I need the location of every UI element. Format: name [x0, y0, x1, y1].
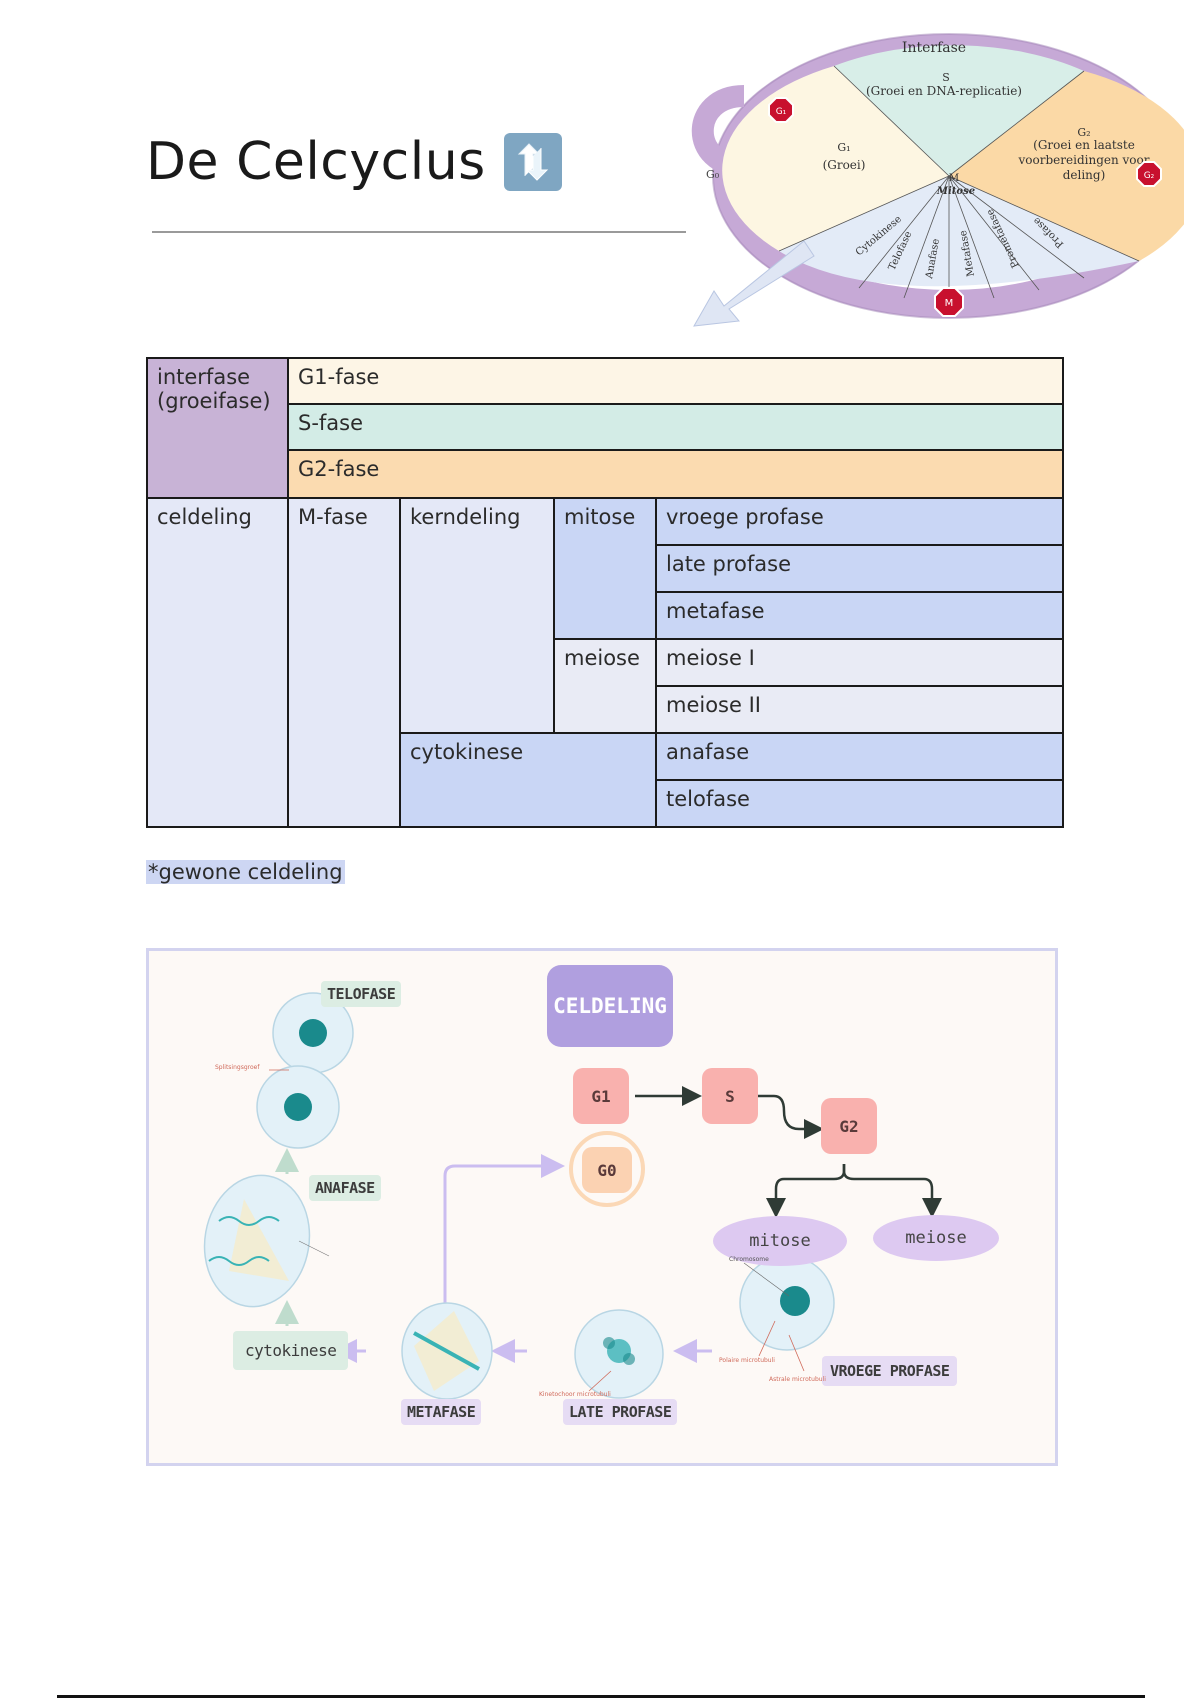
svg-text:G₁: G₁: [776, 107, 787, 117]
s-title: S: [942, 71, 950, 84]
label-anafase: ANAFASE: [309, 1175, 381, 1201]
cell-vroege-profase: vroege profase: [655, 497, 1064, 546]
cell-cycle-figure: G₀ Interfase S (Groei en DNA-replicatie)…: [684, 26, 1200, 336]
m-title: M: [949, 173, 959, 184]
svg-text:G₂: G₂: [1144, 171, 1155, 181]
cell-mitose: mitose: [553, 497, 657, 640]
cell-g1-fase: G1-fase: [287, 357, 1064, 405]
cell-celdeling: celdeling: [146, 497, 289, 828]
cell-metafase: metafase: [655, 591, 1064, 640]
g1-title: G₁: [837, 141, 850, 154]
m-subtitle: Mitose: [936, 186, 975, 197]
checkpoint-g2: G₂: [1136, 161, 1162, 187]
annotation-astrale: Astrale microtubuli: [769, 1376, 826, 1383]
arrow-g2-mitose: [766, 1164, 846, 1218]
g0-loop: [569, 1131, 645, 1207]
annotation-kinetochoor: Kinetochoor microtubuli: [539, 1391, 611, 1398]
cell-cytokinese: cytokinese: [399, 732, 657, 828]
footnote: *gewone celdeling: [146, 860, 345, 884]
g0-box: G0: [582, 1147, 632, 1193]
cell-meiose-1: meiose I: [655, 638, 1064, 687]
label-vroege-profase: VROEGE PROFASE: [822, 1356, 958, 1386]
g2-title: G₂: [1077, 126, 1090, 139]
interfase-label: Interfase: [902, 40, 966, 56]
g1-box: G1: [573, 1068, 629, 1124]
label-late-profase: LATE PROFASE: [563, 1399, 678, 1425]
cell-anafase: anafase: [655, 732, 1064, 781]
mitose-ellipse: mitose: [713, 1216, 847, 1266]
annotation-splitsingsgroef: Splitsingsgroef: [215, 1064, 260, 1071]
label-telofase: TELOFASE: [321, 981, 402, 1007]
cell-s-fase: S-fase: [287, 403, 1064, 451]
exit-arrow: [693, 240, 815, 327]
checkpoint-g1: G₁: [768, 97, 794, 123]
arrow-metafase-g0: [443, 1154, 565, 1306]
annotation-polaire: Polaire microtubuli: [719, 1357, 775, 1364]
cell-meiose-2: meiose II: [655, 685, 1064, 734]
s-desc: (Groei en DNA-replicatie): [866, 84, 1022, 98]
page-title-text: De Celcyclus: [146, 132, 486, 192]
diagram-title: CELDELING: [547, 965, 673, 1047]
sector-m: [779, 176, 1139, 287]
arrow-g2-meiose: [842, 1164, 942, 1218]
cell-interfase: interfase (groeifase): [146, 357, 289, 499]
annotation-chromosome: Chromosome: [729, 1256, 769, 1263]
label-metafase: METAFASE: [401, 1399, 482, 1425]
page-bottom-divider: [57, 1695, 1145, 1698]
counterclockwise-arrows-icon: [503, 133, 562, 191]
late-profase-cell-illustration: [574, 1309, 664, 1399]
cell-meiose: meiose: [553, 638, 657, 734]
anafase-cell-illustration: [203, 1174, 330, 1308]
sector-g2: [949, 71, 1200, 261]
cell-late-profase: late profase: [655, 544, 1064, 593]
g2-desc: (Groei en laatste voorbereidingen voor d…: [1018, 138, 1150, 182]
phase-table: interfase (groeifase) G1-fase S-fase G2-…: [146, 357, 1064, 828]
page-title: De Celcyclus: [146, 132, 562, 192]
g0-label: G₀: [706, 168, 720, 181]
cell-telofase: telofase: [655, 779, 1064, 828]
g2-box: G2: [821, 1098, 877, 1154]
checkpoint-m: M: [934, 287, 964, 317]
cell-division-diagram: CELDELING G1 S G2 G0 mitose meiose TELOF…: [146, 948, 1058, 1466]
cell-m-fase: M-fase: [287, 497, 401, 828]
g1-desc: (Groei): [823, 158, 866, 172]
vroege-profase-cell-illustration: [739, 1255, 835, 1372]
telofase-cell-illustration: [256, 992, 354, 1149]
cell-g2-fase: G2-fase: [287, 449, 1064, 499]
s-box: S: [702, 1068, 758, 1124]
title-divider: [152, 231, 686, 233]
meiose-ellipse: meiose: [873, 1215, 999, 1261]
metafase-cell-illustration: [401, 1302, 493, 1400]
cell-kerndeling: kerndeling: [399, 497, 555, 734]
arrow-s-g2: [756, 1094, 824, 1139]
label-cytokinese: cytokinese: [233, 1331, 349, 1370]
sector-s: [834, 45, 1084, 177]
svg-text:M: M: [945, 298, 954, 309]
